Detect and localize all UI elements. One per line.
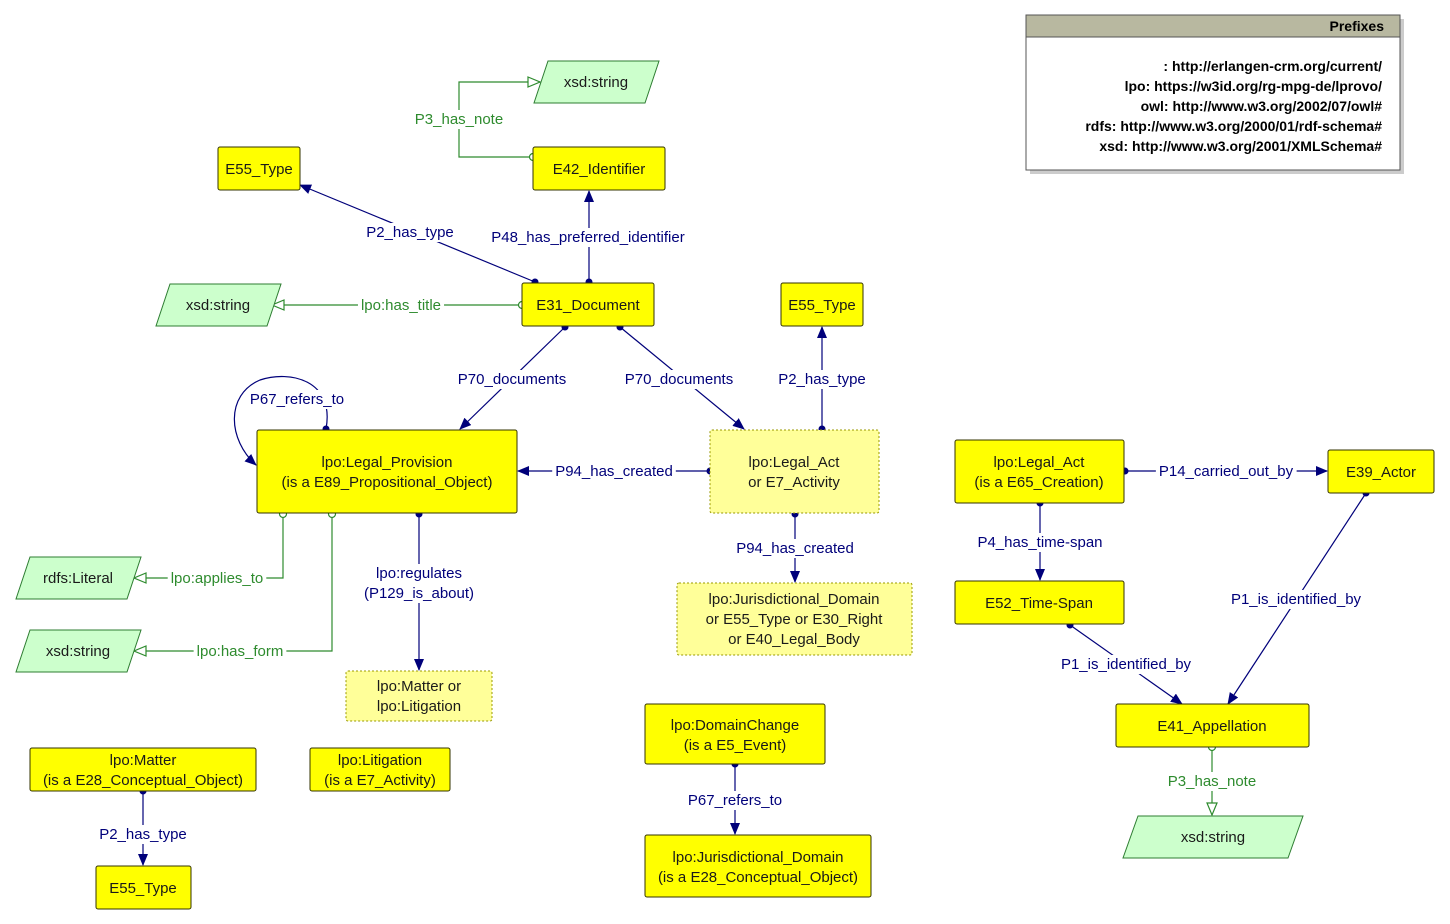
node-litigation[interactable]: lpo:Litigation(is a E7_Activity) <box>309 747 451 792</box>
edge-label-background <box>775 370 869 389</box>
edge-label-p3-has-note-bottom: P3_has_note <box>1168 773 1256 790</box>
edge-label-p3-has-note-top: P3_has_note <box>415 111 503 128</box>
edge-label-background <box>1227 590 1365 609</box>
node-e39-actor[interactable]: E39_Actor <box>1327 449 1435 494</box>
edge-label-p67-refers-to-self: P67_refers_to <box>250 391 344 408</box>
prefixes-panel: Prefixes : http://erlangen-crm.org/curre… <box>1025 14 1404 174</box>
prefix-line-default: : http://erlangen-crm.org/current/ <box>1163 58 1382 74</box>
node-xsd-string-top[interactable]: xsd:string <box>533 60 660 104</box>
edge-label-background <box>246 390 348 409</box>
edge-label-p1-is-identified-by-right: P1_is_identified_by <box>1231 591 1362 608</box>
node-label: lpo:Legal_Act(is a E65_Creation) <box>974 454 1103 491</box>
node-e42-identifier[interactable]: E42_Identifier <box>532 146 666 191</box>
node-label: xsd:string <box>46 643 110 660</box>
edge-label-p2-has-type-left: P2_has_type <box>366 224 454 241</box>
node-label: xsd:string <box>564 74 628 91</box>
node-xsd-string-form[interactable]: xsd:string <box>15 629 142 673</box>
node-label: E31_Document <box>536 297 640 314</box>
node-legal-act-creation[interactable]: lpo:Legal_Act(is a E65_Creation) <box>954 439 1125 504</box>
edge-label-background <box>363 223 457 242</box>
edge-label-background <box>193 642 287 661</box>
edge-label-background <box>488 228 688 247</box>
edge-label-p94-has-created-down: P94_has_created <box>736 540 854 557</box>
edge-label-background <box>96 825 190 844</box>
node-label: lpo:Jurisdictional_Domain(is a E28_Conce… <box>658 849 858 886</box>
node-xsd-string-title[interactable]: xsd:string <box>155 283 282 327</box>
edge-label-p1-is-identified-by-left: P1_is_identified_by <box>1061 656 1192 673</box>
edge-label-background <box>733 539 857 558</box>
node-matter[interactable]: lpo:Matter(is a E28_Conceptual_Object) <box>29 747 257 792</box>
edge-label-p70-documents-left: P70_documents <box>458 371 566 388</box>
edge-label-has-form: lpo:has_form <box>197 643 284 660</box>
edge-label-p14-carried-out-by: P14_carried_out_by <box>1159 463 1294 480</box>
node-label: lpo:Litigation(is a E7_Activity) <box>324 752 436 789</box>
node-e55-type-top[interactable]: E55_Type <box>217 146 301 191</box>
prefix-line-rdfs: rdfs: http://www.w3.org/2000/01/rdf-sche… <box>1085 118 1382 134</box>
edge-label-background <box>360 564 478 603</box>
edge-label-p48-has-preferred-identifier: P48_has_preferred_identifier <box>491 229 684 246</box>
edge-label-background <box>454 370 570 389</box>
edge-label-p4-has-time-span: P4_has_time-span <box>977 534 1102 551</box>
node-label: lpo:Legal_Provision(is a E89_Proposition… <box>282 454 493 491</box>
node-label: lpo:Matter(is a E28_Conceptual_Object) <box>43 752 243 789</box>
prefixes-title: Prefixes <box>1330 18 1385 34</box>
node-label: E41_Appellation <box>1157 718 1266 735</box>
node-label: E42_Identifier <box>553 161 646 178</box>
node-domain-change[interactable]: lpo:DomainChange(is a E5_Event) <box>644 703 826 765</box>
node-label: rdfs:Literal <box>43 570 113 587</box>
edge-label-p94-has-created-left: P94_has_created <box>555 463 673 480</box>
node-label: xsd:string <box>1181 829 1245 846</box>
prefix-line-xsd: xsd: http://www.w3.org/2001/XMLSchema# <box>1099 138 1382 154</box>
edge-label-background <box>1057 655 1195 674</box>
edge-label-background <box>411 110 507 129</box>
node-label: E39_Actor <box>1346 464 1416 481</box>
edge-label-background <box>684 791 786 810</box>
node-e55-type-bottom[interactable]: E55_Type <box>95 865 192 910</box>
node-rdfs-literal[interactable]: rdfs:Literal <box>15 556 142 600</box>
edge-label-background <box>621 370 737 389</box>
node-label: E55_Type <box>788 297 856 314</box>
edge-label-background <box>357 296 445 315</box>
node-xsd-string-note[interactable]: xsd:string <box>1122 815 1304 859</box>
node-label: E52_Time-Span <box>985 595 1093 612</box>
node-label: xsd:string <box>186 297 250 314</box>
edge-label-background <box>1155 462 1297 481</box>
edge-label-background <box>1164 772 1260 791</box>
edge-label-applies-to: lpo:applies_to <box>171 570 264 587</box>
node-jurisdictional-domain[interactable]: lpo:Jurisdictional_Domain(is a E28_Conce… <box>644 834 872 898</box>
edge-label-p2-has-type-bottom: P2_has_type <box>99 826 187 843</box>
node-label: E55_Type <box>109 880 177 897</box>
edge-label-p67-refers-to-bottom: P67_refers_to <box>688 792 782 809</box>
edge-label-background <box>974 533 1106 552</box>
edge-applies-to <box>134 514 284 578</box>
node-label: lpo:DomainChange(is a E5_Event) <box>671 717 799 754</box>
edge-label-regulates: lpo:regulates(P129_is_about) <box>364 565 474 602</box>
edge-label-has-title: lpo:has_title <box>361 297 441 314</box>
prefix-line-owl: owl: http://www.w3.org/2002/07/owl# <box>1141 98 1383 114</box>
edge-label-background <box>552 462 676 481</box>
node-e31-document[interactable]: E31_Document <box>521 282 655 327</box>
node-legal-provision[interactable]: lpo:Legal_Provision(is a E89_Proposition… <box>256 429 518 514</box>
prefix-line-lpo: lpo: https://w3id.org/rg-mpg-de/lprovo/ <box>1125 78 1383 94</box>
edge-labels: P3_has_note P2_has_type P48_has_preferre… <box>96 110 1365 844</box>
edge-label-p2-has-type-right: P2_has_type <box>778 371 866 388</box>
node-e52-time-span[interactable]: E52_Time-Span <box>954 580 1125 625</box>
nodes: E55_Type E42_Identifier E31_Document E55… <box>15 60 1435 910</box>
node-e41-appellation[interactable]: E41_Appellation <box>1115 703 1310 748</box>
edge-label-background <box>167 569 267 588</box>
edge-label-p70-documents-right: P70_documents <box>625 371 733 388</box>
node-e55-type-right[interactable]: E55_Type <box>780 282 864 327</box>
node-label: E55_Type <box>225 161 293 178</box>
